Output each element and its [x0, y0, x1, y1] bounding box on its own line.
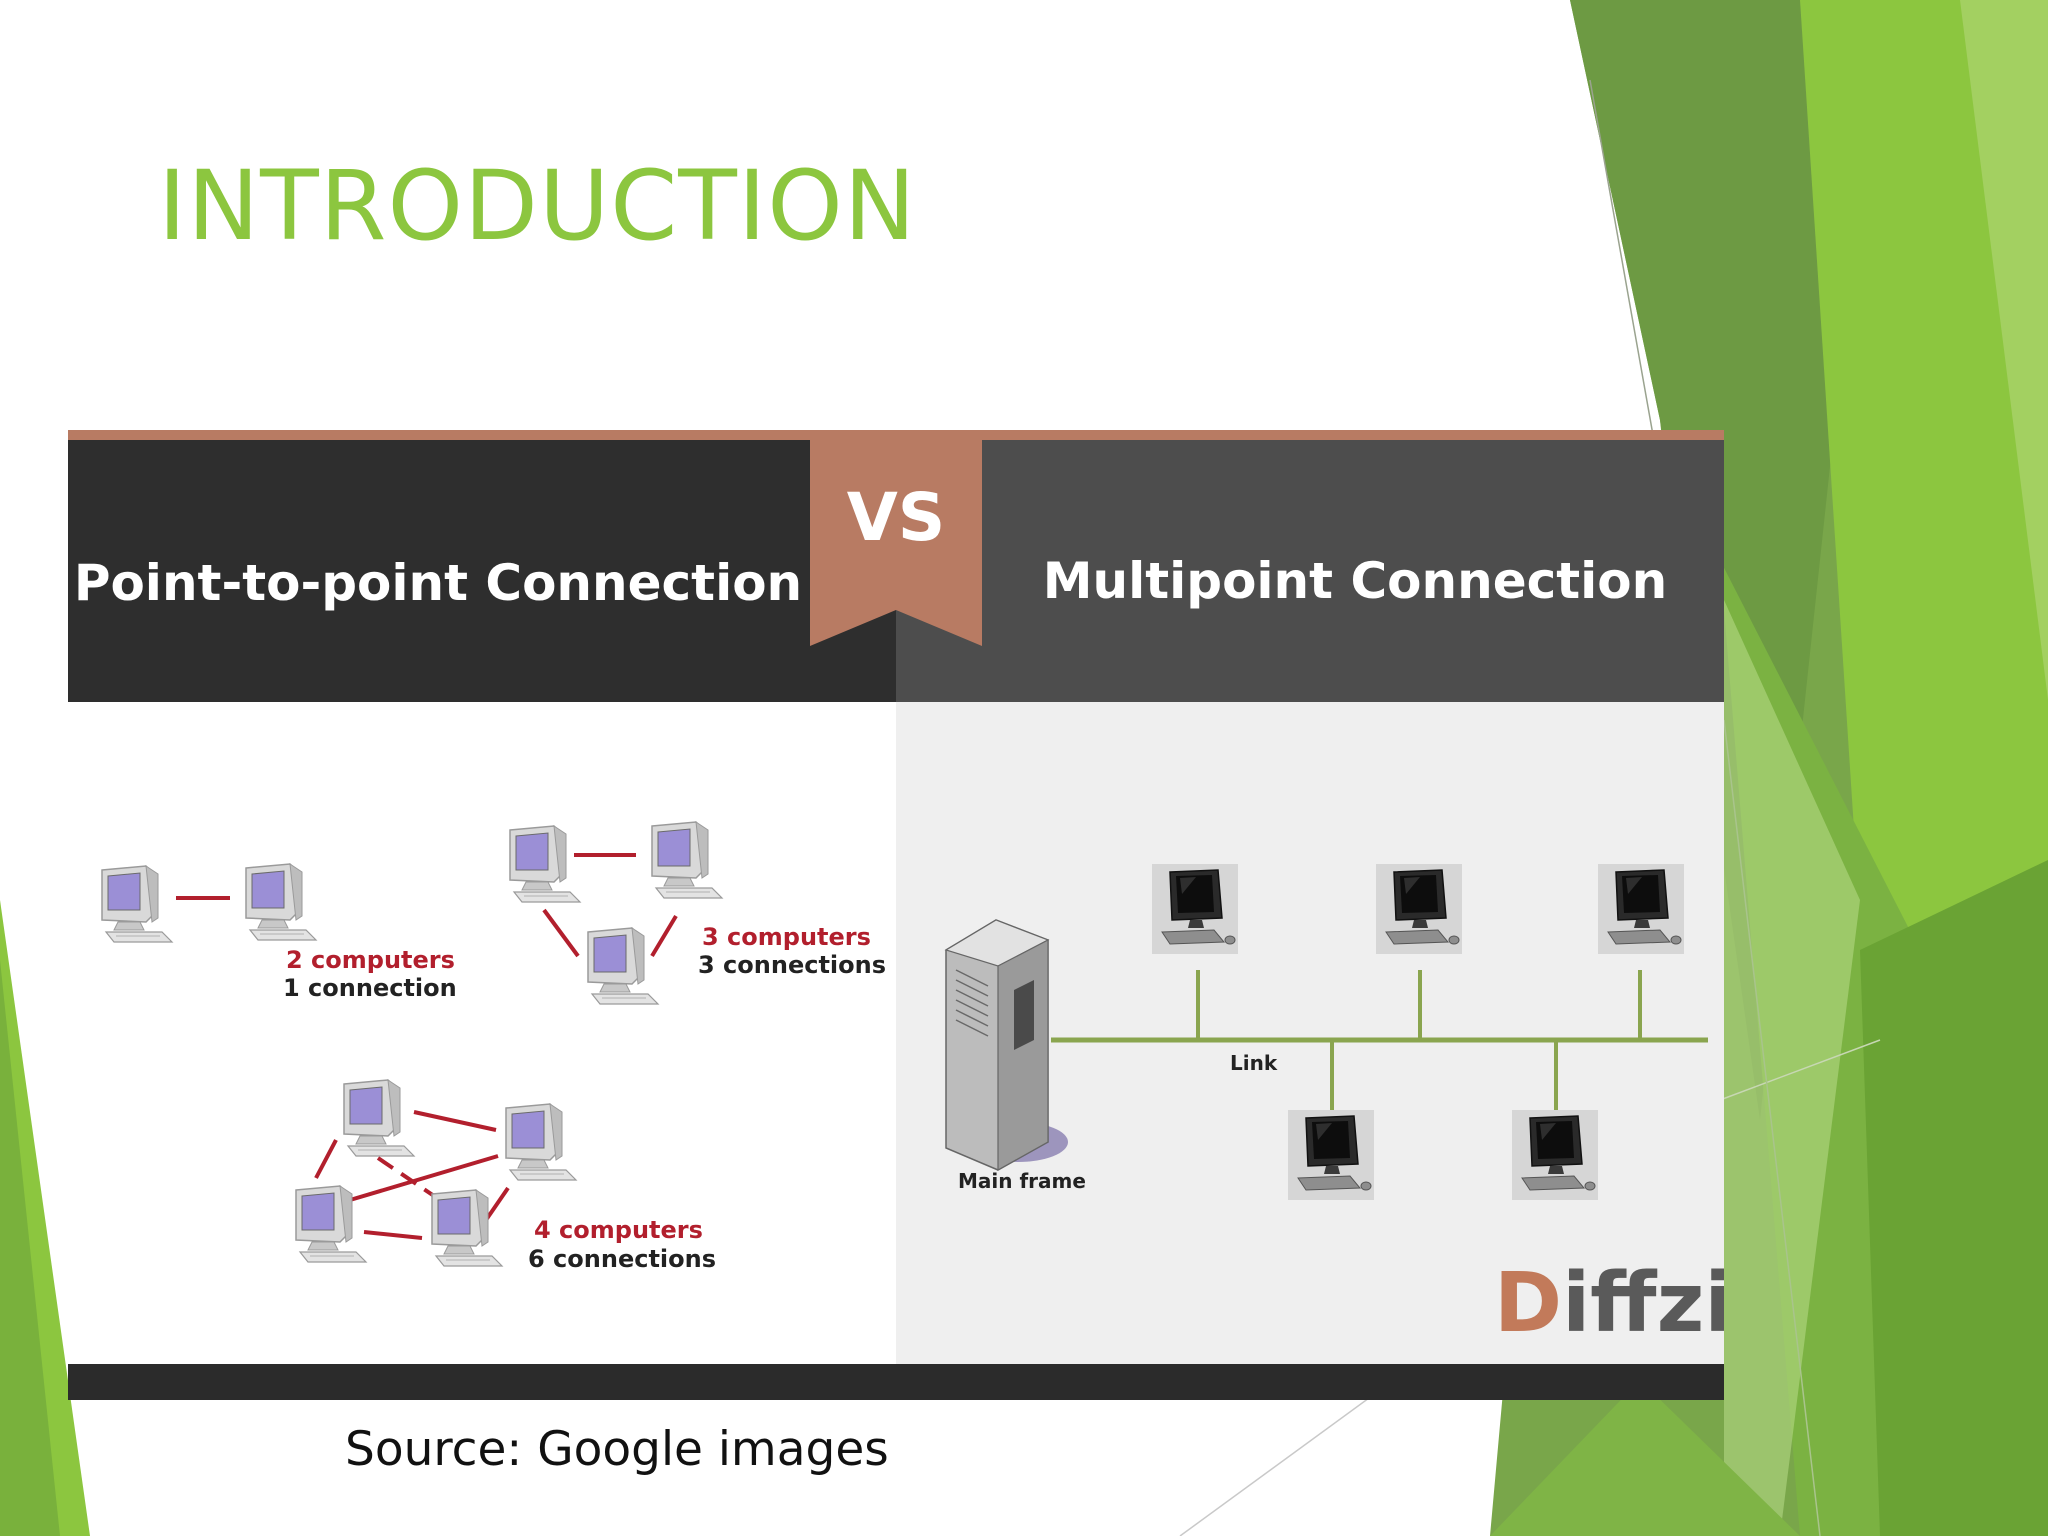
connection-comparison-figure: VS Point-to-point Connection Multipoint …: [68, 430, 1724, 1400]
vs-label: VS: [847, 479, 946, 556]
link-label: Link: [1230, 1051, 1278, 1075]
two-computers-label: 2 computers: [286, 946, 455, 974]
six-connections-label: 6 connections: [528, 1245, 716, 1273]
multipoint-diagram: Main frame Link Diffzi: [944, 863, 1724, 1351]
slide-title: INTRODUCTION: [158, 150, 917, 262]
banner-right: [896, 440, 1724, 712]
workstation-icon: [1597, 863, 1685, 955]
three-connections-label: 3 connections: [698, 951, 886, 979]
watermark-rest: iffzi: [1562, 1256, 1724, 1351]
one-connection-label: 1 connection: [283, 974, 457, 1002]
mainframe-icon: [944, 919, 1068, 1172]
workstation-icon: [1287, 1109, 1375, 1201]
multipoint-heading: Multipoint Connection: [1043, 552, 1668, 610]
workstation-icon: [1375, 863, 1463, 955]
workstation-icon: [1511, 1109, 1599, 1201]
banner-left: [68, 440, 896, 712]
four-computers-label: 4 computers: [534, 1216, 703, 1244]
figure-bottom-bar: [68, 1364, 1724, 1400]
mainframe-label: Main frame: [958, 1169, 1086, 1193]
three-computers-label: 3 computers: [702, 923, 871, 951]
workstation-icon: [1151, 863, 1239, 955]
point-to-point-heading: Point-to-point Connection: [74, 554, 802, 612]
point-to-point-panel: [68, 702, 896, 1364]
diffzi-watermark: Diffzi: [1494, 1256, 1724, 1351]
watermark-initial: D: [1494, 1256, 1562, 1351]
four-computer-group: 4 computers 6 connections: [295, 1079, 716, 1273]
source-caption: Source: Google images: [345, 1422, 889, 1477]
two-computer-group: 2 computers 1 connection: [101, 863, 457, 1002]
three-computer-group: 3 computers 3 connections: [509, 821, 886, 1005]
vs-ribbon: [810, 434, 982, 646]
